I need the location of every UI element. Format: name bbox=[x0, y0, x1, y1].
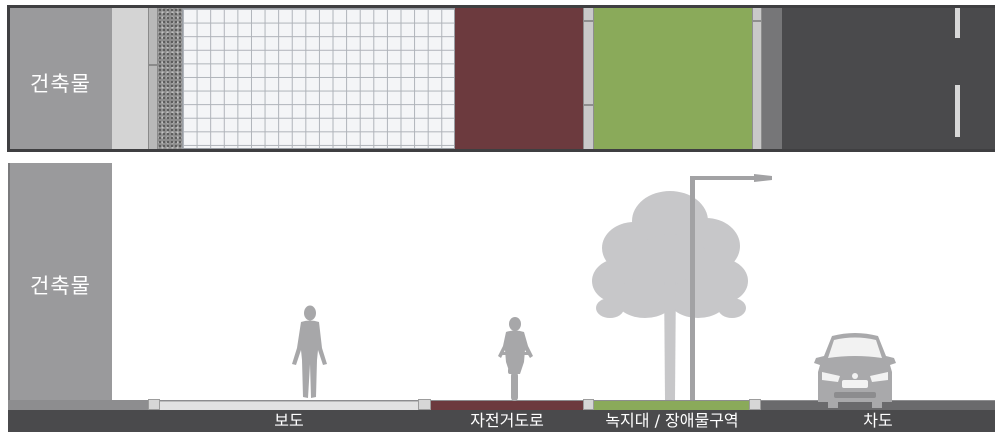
zone-label-green-zone: 녹지대 / 장애물구역 bbox=[605, 411, 739, 430]
plan-roadway bbox=[782, 8, 995, 149]
plan-bike-lane bbox=[455, 8, 583, 149]
plan-building bbox=[10, 8, 112, 149]
lane-marking bbox=[955, 8, 960, 38]
plan-green-zone bbox=[594, 8, 752, 149]
plan-curb-right bbox=[752, 8, 762, 149]
plan-curb-joint bbox=[583, 104, 594, 106]
label-band bbox=[8, 410, 995, 432]
section-bike-lane-surface bbox=[431, 401, 583, 410]
street-lamp-icon bbox=[690, 174, 772, 400]
lane-marking bbox=[955, 85, 960, 137]
zone-label-bike-lane: 자전거도로 bbox=[470, 411, 544, 430]
section-view: 건축물 bbox=[0, 158, 995, 432]
plan-curb-joint bbox=[752, 20, 762, 22]
section-building-label: 건축물 bbox=[30, 274, 91, 298]
plan-curb-left bbox=[583, 8, 594, 149]
section-curb bbox=[148, 399, 160, 410]
plan-gravel-strip bbox=[158, 8, 182, 149]
plan-gutter bbox=[762, 8, 782, 149]
plan-view: 건축물 bbox=[0, 0, 995, 158]
plan-sidewalk-tiles bbox=[182, 8, 455, 149]
section-sidewalk-surface bbox=[160, 401, 418, 410]
plan-building-label: 건축물 bbox=[30, 72, 91, 96]
section-curb bbox=[583, 399, 594, 410]
plan-edge-joint bbox=[148, 64, 158, 66]
plan-curb-joint bbox=[583, 20, 594, 22]
plan-edge-line bbox=[148, 8, 158, 149]
plan-building-edge bbox=[112, 8, 148, 149]
section-curb bbox=[418, 399, 431, 410]
pedestrian-icon bbox=[292, 305, 327, 398]
zone-label-sidewalk: 보도 bbox=[274, 411, 304, 430]
cyclist-icon bbox=[498, 317, 533, 401]
zone-label-roadway: 차도 bbox=[863, 411, 893, 430]
car-icon bbox=[814, 333, 896, 408]
section-building bbox=[8, 163, 112, 408]
section-green-zone-surface bbox=[594, 401, 749, 410]
section-curb bbox=[749, 399, 761, 410]
